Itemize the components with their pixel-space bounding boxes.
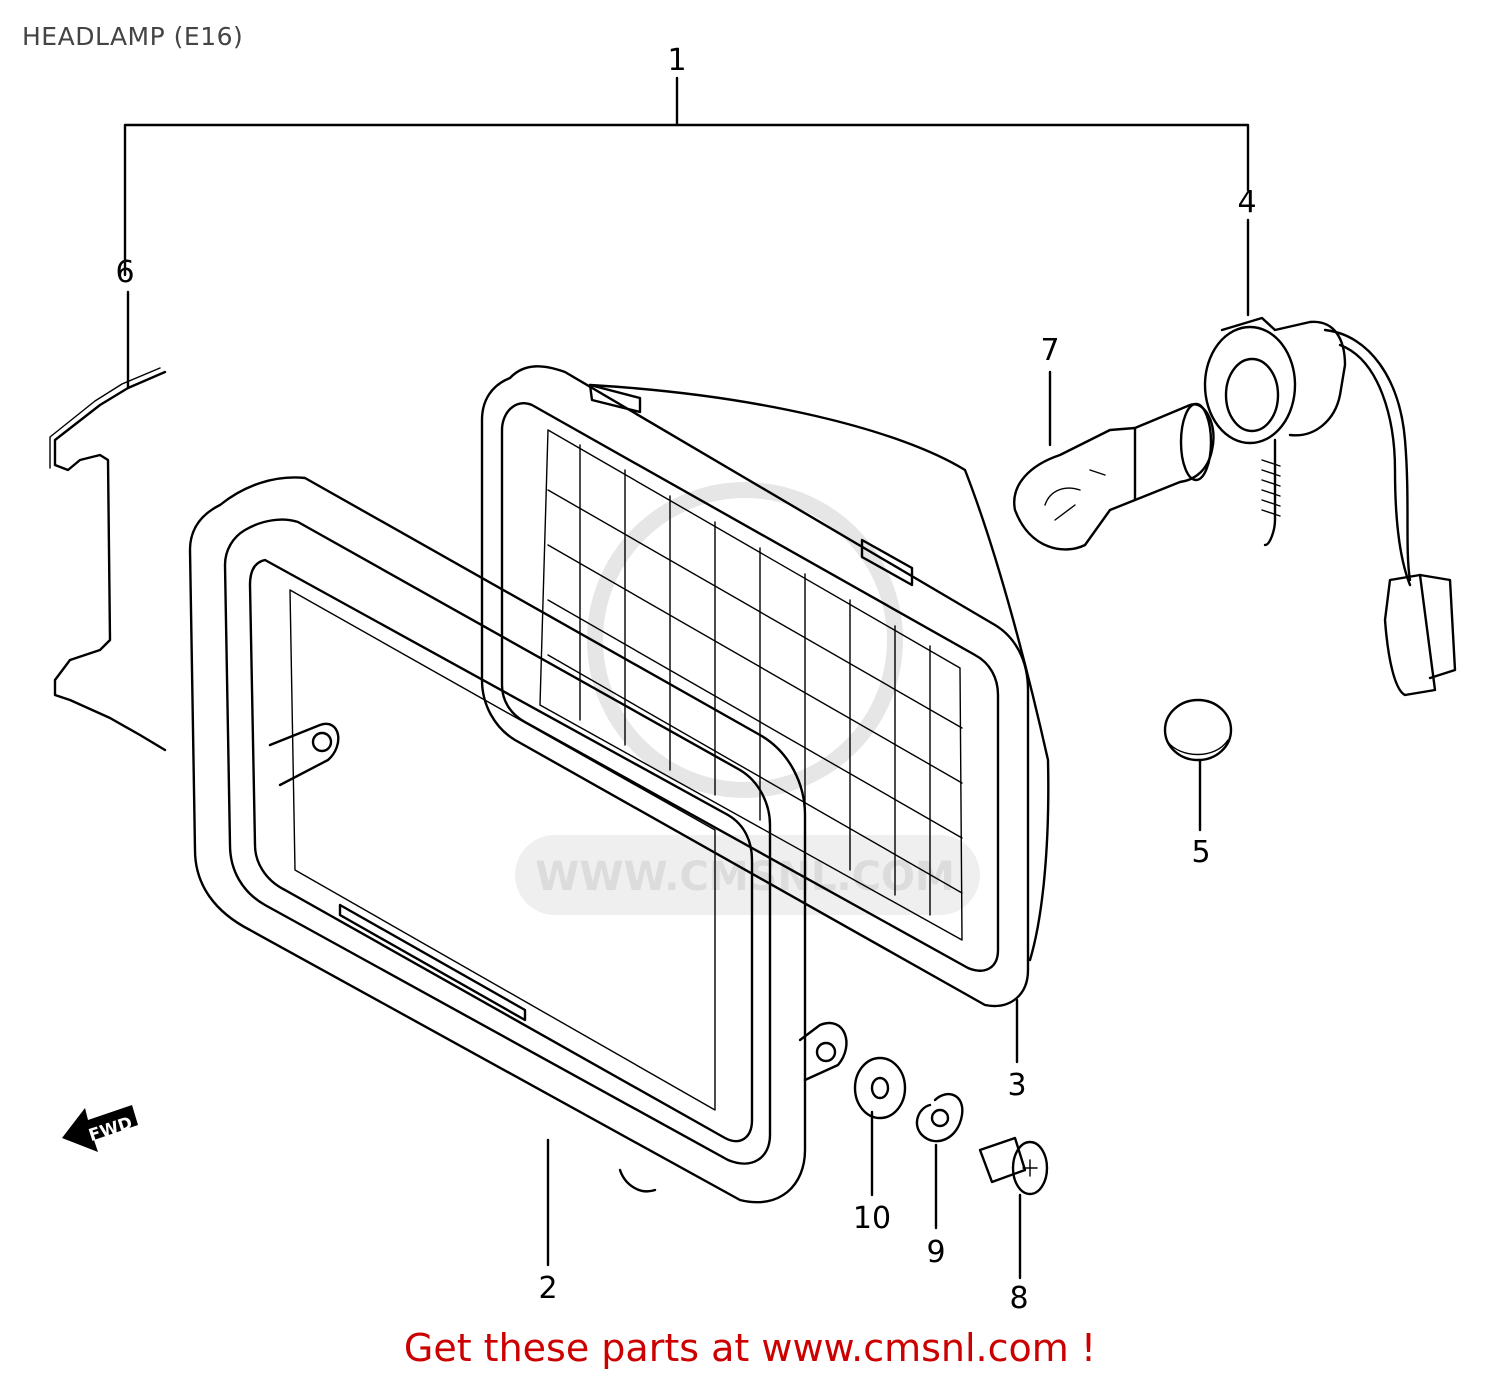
callout-10: 10 (853, 1201, 891, 1236)
callout-2: 2 (538, 1271, 557, 1306)
part-8-screw (978, 1136, 1049, 1280)
callout-4: 4 (1237, 185, 1256, 220)
callout-3: 3 (1007, 1068, 1026, 1103)
part-7-bulb (1013, 370, 1215, 551)
diagram-title: HEADLAMP (E16) (22, 22, 244, 51)
callout-1: 1 (667, 43, 686, 78)
part-9-lock-washer (915, 1093, 964, 1230)
part-2-headlamp-rim (188, 476, 848, 1267)
part-6-spring-wire (49, 290, 167, 752)
forward-arrow: FWD (62, 1105, 138, 1152)
part-4-socket (1203, 218, 1457, 697)
callout-6: 6 (115, 255, 134, 290)
part-5-cap (1163, 698, 1233, 832)
part-3-headlamp-unit (480, 365, 1050, 1064)
callout-labels: 1 2 3 4 5 6 7 8 9 10 (115, 43, 1256, 1316)
footer-link-text[interactable]: Get these parts at www.cmsnl.com ! (403, 1326, 1097, 1370)
callout-9: 9 (926, 1235, 945, 1270)
watermark: WWW.CMSNL.COM (515, 482, 980, 915)
assembly-bracket (123, 76, 1250, 277)
watermark-text: WWW.CMSNL.COM (535, 854, 955, 900)
callout-7: 7 (1040, 333, 1059, 368)
callout-5: 5 (1191, 835, 1210, 870)
part-10-washer (853, 1056, 907, 1197)
callout-8: 8 (1009, 1281, 1028, 1316)
